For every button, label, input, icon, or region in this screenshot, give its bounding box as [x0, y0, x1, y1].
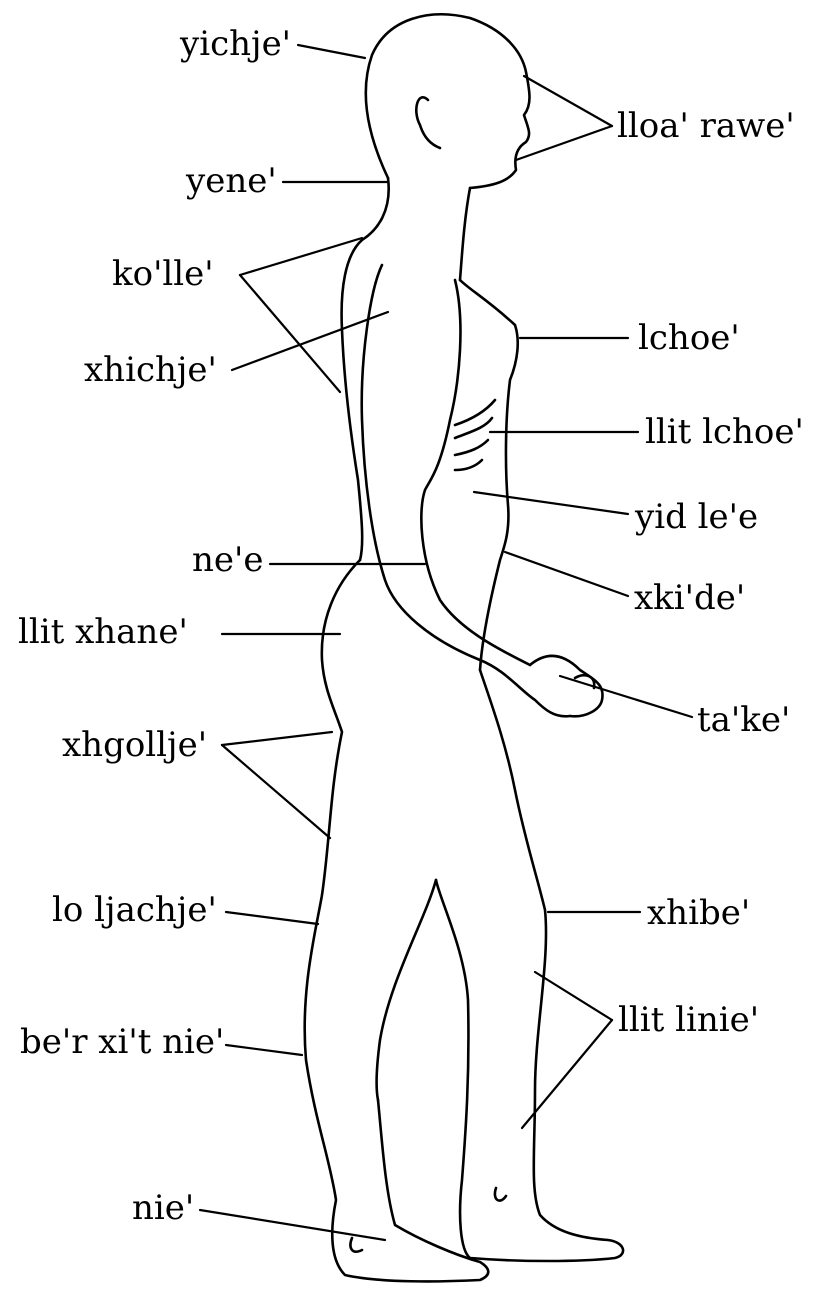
leader-berxitnie	[226, 1045, 302, 1055]
rib-line-4	[455, 460, 482, 470]
leader-lloa-rawe-b	[516, 126, 612, 160]
label-nie: nie'	[132, 1188, 194, 1228]
leader-kolle-a	[240, 238, 362, 275]
rib-line-2	[455, 418, 492, 438]
label-xkide: xki'de'	[634, 578, 745, 618]
label-kolle: ko'lle'	[112, 254, 214, 294]
ankle-detail-2	[495, 1188, 506, 1201]
leader-nie	[200, 1210, 385, 1240]
neck-front	[460, 188, 470, 280]
ankle-detail	[350, 1238, 362, 1252]
label-yid-lee: yid le'e	[635, 497, 758, 537]
label-llit-linie: llit linie'	[618, 1000, 759, 1040]
leader-llit-linie-a	[535, 972, 612, 1020]
label-yene: yene'	[186, 161, 277, 201]
leader-xhgollje-b	[222, 745, 330, 838]
leader-lloa-rawe-a	[524, 76, 612, 126]
leader-lo-ljachje	[226, 912, 318, 924]
ear-outline	[416, 97, 440, 148]
leader-xkide	[505, 552, 628, 596]
label-xhichje: xhichje'	[84, 350, 217, 390]
head-outline	[366, 14, 530, 188]
inner-leg-outline	[377, 880, 436, 1100]
leader-yichje	[298, 45, 365, 58]
label-lchoe: lchoe'	[638, 318, 740, 358]
leader-take	[560, 676, 692, 717]
label-xhgollje: xhgollje'	[62, 725, 207, 765]
label-berxitnie: be'r xi't nie'	[20, 1022, 224, 1062]
figure-outline	[305, 14, 623, 1281]
label-nee: ne'e	[192, 540, 264, 580]
upper-arm-back	[362, 265, 570, 716]
label-llit-lchoe: llit lchoe'	[645, 412, 804, 452]
rib-line-3	[455, 440, 488, 455]
back-outline	[342, 178, 389, 560]
rear-leg-outline	[305, 560, 489, 1281]
leader-kolle-b	[240, 275, 340, 392]
label-xhibe: xhibe'	[647, 893, 750, 933]
label-lo-ljachje: lo ljachje'	[52, 890, 217, 930]
front-leg-outline	[436, 670, 623, 1261]
label-yichje: yichje'	[180, 24, 291, 64]
label-llit-xhane: llit xhane'	[18, 612, 188, 652]
label-lloa-rawe: lloa' rawe'	[617, 106, 795, 146]
upper-arm-front	[421, 280, 530, 665]
leader-yid-lee	[474, 492, 628, 514]
leader-xhgollje-a	[222, 732, 332, 745]
label-take: ta'ke'	[697, 700, 790, 740]
chest-outline	[460, 280, 518, 670]
